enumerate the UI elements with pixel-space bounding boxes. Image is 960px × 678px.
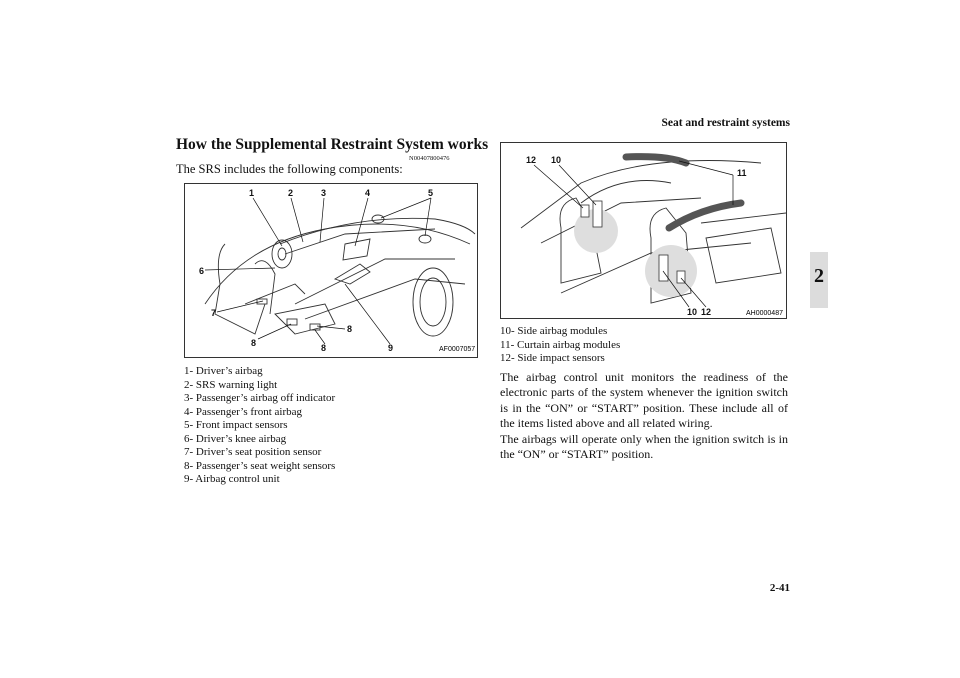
side-airbag-illustration: 12 10 11 10 12 AH0000487 [520,153,786,317]
callout-label: 12 [526,155,536,165]
callout-label: 10 [687,307,697,317]
legend-item: 6- Driver’s knee airbag [184,432,287,445]
callout-label: 7 [211,308,216,318]
srs-components-figure: 1 2 3 4 5 6 7 8 8 8 9 AF0007057 [184,183,478,358]
callout-label: 10 [551,155,561,165]
airbag-legend: 10- Side airbag modules 11- Curtain airb… [500,325,620,366]
callout-label: 9 [388,343,393,353]
callout-label: 3 [321,188,326,198]
section-heading: How the Supplemental Restraint System wo… [176,136,489,153]
legend-item: 7- Driver’s seat position sensor [184,446,322,458]
callout-label: 8 [347,324,352,334]
callout-label: 8 [321,343,326,353]
body-paragraph: The airbags will operate only when the i… [500,432,788,462]
callout-label: 6 [199,266,204,276]
figure-code: AH0000487 [746,310,783,317]
legend-item: 11- Curtain airbag modules [500,338,621,351]
legend-item: 8- Passenger’s seat weight sensors [184,459,336,472]
legend-item: 3- Passenger’s airbag off indicator [184,392,336,404]
page-number: 2-41 [769,582,790,594]
srs-components-illustration: 1 2 3 4 5 6 7 8 8 8 9 AF0007057 [199,188,476,353]
body-paragraph: The airbag control unit monitors the rea… [500,370,788,430]
legend-item: 4- Passenger’s front airbag [184,405,303,418]
legend-item: 5- Front impact sensors [184,419,288,431]
legend-item: 2- SRS warning light [184,378,278,391]
callout-label: 12 [701,307,711,317]
legend-item: 10- Side airbag modules [500,325,608,337]
callout-label: 1 [249,188,254,198]
intro-text: The SRS includes the following component… [176,162,403,176]
callout-label: 4 [365,188,370,198]
callout-label: 5 [428,188,433,198]
figure-code: AF0007057 [439,346,475,353]
callout-label: 8 [251,338,256,348]
running-header: Seat and restraint systems [661,117,790,129]
legend-item: 9- Airbag control unit [184,473,280,485]
side-airbag-figure: 12 10 11 10 12 AH0000487 [500,142,787,319]
callout-label: 11 [737,168,747,178]
section-tab [810,252,828,308]
section-tab-number: 2 [814,265,824,287]
component-legend: 1- Driver’s airbag 2- SRS warning light … [184,365,335,487]
legend-item: 12- Side impact sensors [500,352,605,364]
callout-label: 2 [288,188,293,198]
legend-item: 1- Driver’s airbag [184,365,263,377]
reference-code: N00407800476 [409,155,450,162]
